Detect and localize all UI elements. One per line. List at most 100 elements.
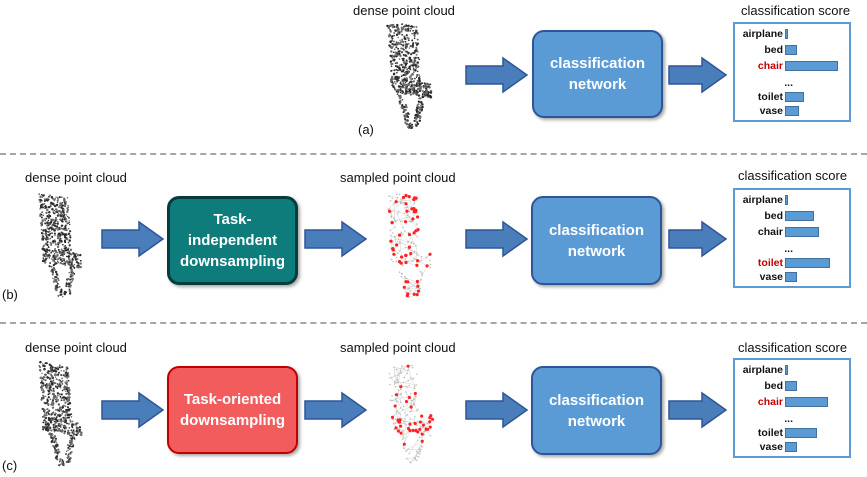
cloud-point bbox=[54, 227, 57, 230]
gray-point bbox=[400, 198, 402, 201]
cloud-point bbox=[64, 200, 67, 204]
cloud-point bbox=[393, 58, 396, 61]
score-class-name: bed bbox=[764, 44, 783, 56]
cloud-point bbox=[406, 112, 410, 115]
cloud-point bbox=[415, 74, 419, 77]
cloud-point bbox=[67, 241, 70, 244]
gray-point bbox=[416, 459, 418, 462]
cloud-point bbox=[401, 57, 403, 60]
gray-point bbox=[403, 212, 406, 215]
cloud-point bbox=[77, 262, 80, 265]
cloud-point bbox=[59, 406, 62, 409]
cloud-point bbox=[70, 434, 73, 437]
cloud-point bbox=[41, 385, 43, 387]
cloud-point bbox=[63, 213, 66, 216]
gray-point bbox=[393, 383, 396, 385]
arrow-a1 bbox=[465, 56, 529, 94]
cloud-point bbox=[63, 236, 67, 239]
gray-point bbox=[409, 221, 412, 223]
cloud-point bbox=[395, 33, 399, 37]
cloud-point bbox=[399, 41, 402, 44]
gray-point bbox=[403, 230, 406, 232]
cloud-point bbox=[401, 33, 404, 36]
score-bar bbox=[785, 442, 797, 452]
cloud-point bbox=[60, 399, 63, 401]
cloud-point bbox=[402, 64, 404, 66]
cloud-point bbox=[394, 43, 397, 46]
sampled-point-cloud-b bbox=[387, 193, 432, 298]
gray-point bbox=[404, 422, 406, 424]
cloud-point bbox=[43, 198, 46, 200]
cloud-point bbox=[44, 257, 48, 260]
cloud-point bbox=[395, 68, 398, 71]
cloud-point bbox=[42, 258, 45, 260]
cloud-point bbox=[69, 285, 72, 288]
cloud-point bbox=[48, 410, 50, 413]
cloud-point bbox=[411, 44, 415, 47]
cloud-point bbox=[52, 411, 55, 414]
cloud-point bbox=[396, 93, 399, 95]
cloud-point bbox=[64, 245, 67, 247]
cloud-point bbox=[48, 233, 51, 236]
gray-point bbox=[393, 218, 396, 221]
cloud-point bbox=[415, 117, 418, 119]
cloud-point bbox=[50, 232, 54, 235]
cloud-point bbox=[65, 460, 69, 464]
cloud-point bbox=[63, 386, 66, 389]
sampled-point bbox=[418, 420, 422, 424]
cloud-point bbox=[45, 412, 48, 414]
cloud-point bbox=[55, 262, 58, 265]
cloud-point bbox=[39, 201, 42, 203]
cloud-point bbox=[53, 429, 56, 431]
cloud-point bbox=[53, 393, 56, 395]
mesh-line bbox=[401, 276, 407, 282]
cloud-point bbox=[412, 67, 415, 69]
gray-point bbox=[388, 208, 391, 210]
gray-point bbox=[393, 217, 395, 219]
panel-tag-c: (c) bbox=[2, 458, 18, 473]
sampled-point bbox=[412, 292, 416, 296]
gray-point bbox=[407, 379, 410, 382]
score-class-name: ... bbox=[784, 243, 793, 255]
cloud-point bbox=[407, 39, 410, 41]
cloud-point bbox=[59, 463, 62, 466]
cloud-point bbox=[48, 257, 51, 259]
cloud-point bbox=[390, 55, 393, 58]
sampled-point bbox=[415, 293, 419, 297]
cloud-point bbox=[50, 440, 53, 444]
cloud-point bbox=[63, 430, 67, 433]
cloud-point bbox=[421, 95, 425, 99]
score-class-name: bed bbox=[764, 210, 783, 222]
cloud-point bbox=[58, 196, 61, 199]
cloud-point bbox=[54, 450, 57, 453]
cloud-point bbox=[418, 116, 422, 119]
cloud-point bbox=[391, 78, 394, 81]
sampled-point bbox=[400, 255, 404, 259]
cloud-point bbox=[43, 218, 45, 220]
cloud-point bbox=[54, 413, 56, 416]
cloud-point bbox=[407, 29, 410, 32]
sampled-point bbox=[392, 252, 396, 256]
cloud-point bbox=[38, 193, 41, 195]
cloud-point bbox=[399, 94, 402, 98]
cloud-point bbox=[404, 54, 407, 57]
cloud-point bbox=[71, 262, 73, 265]
cloud-point bbox=[402, 27, 405, 30]
cloud-point bbox=[58, 450, 61, 454]
cloud-point bbox=[408, 65, 411, 68]
cloud-point bbox=[68, 258, 71, 261]
score-class-name: bed bbox=[764, 380, 783, 392]
cloud-point bbox=[52, 221, 56, 224]
cloud-point bbox=[67, 416, 71, 419]
cloud-point bbox=[49, 384, 52, 387]
mesh-line bbox=[405, 391, 412, 408]
cloud-point bbox=[54, 426, 57, 428]
gray-point bbox=[395, 256, 398, 259]
score-row-b-4: toilet bbox=[735, 256, 849, 270]
mesh-line bbox=[398, 238, 410, 250]
gray-point bbox=[389, 229, 392, 232]
gray-point bbox=[402, 381, 404, 384]
cloud-point bbox=[413, 56, 416, 59]
cloud-point bbox=[60, 220, 64, 223]
gray-point bbox=[408, 287, 411, 289]
